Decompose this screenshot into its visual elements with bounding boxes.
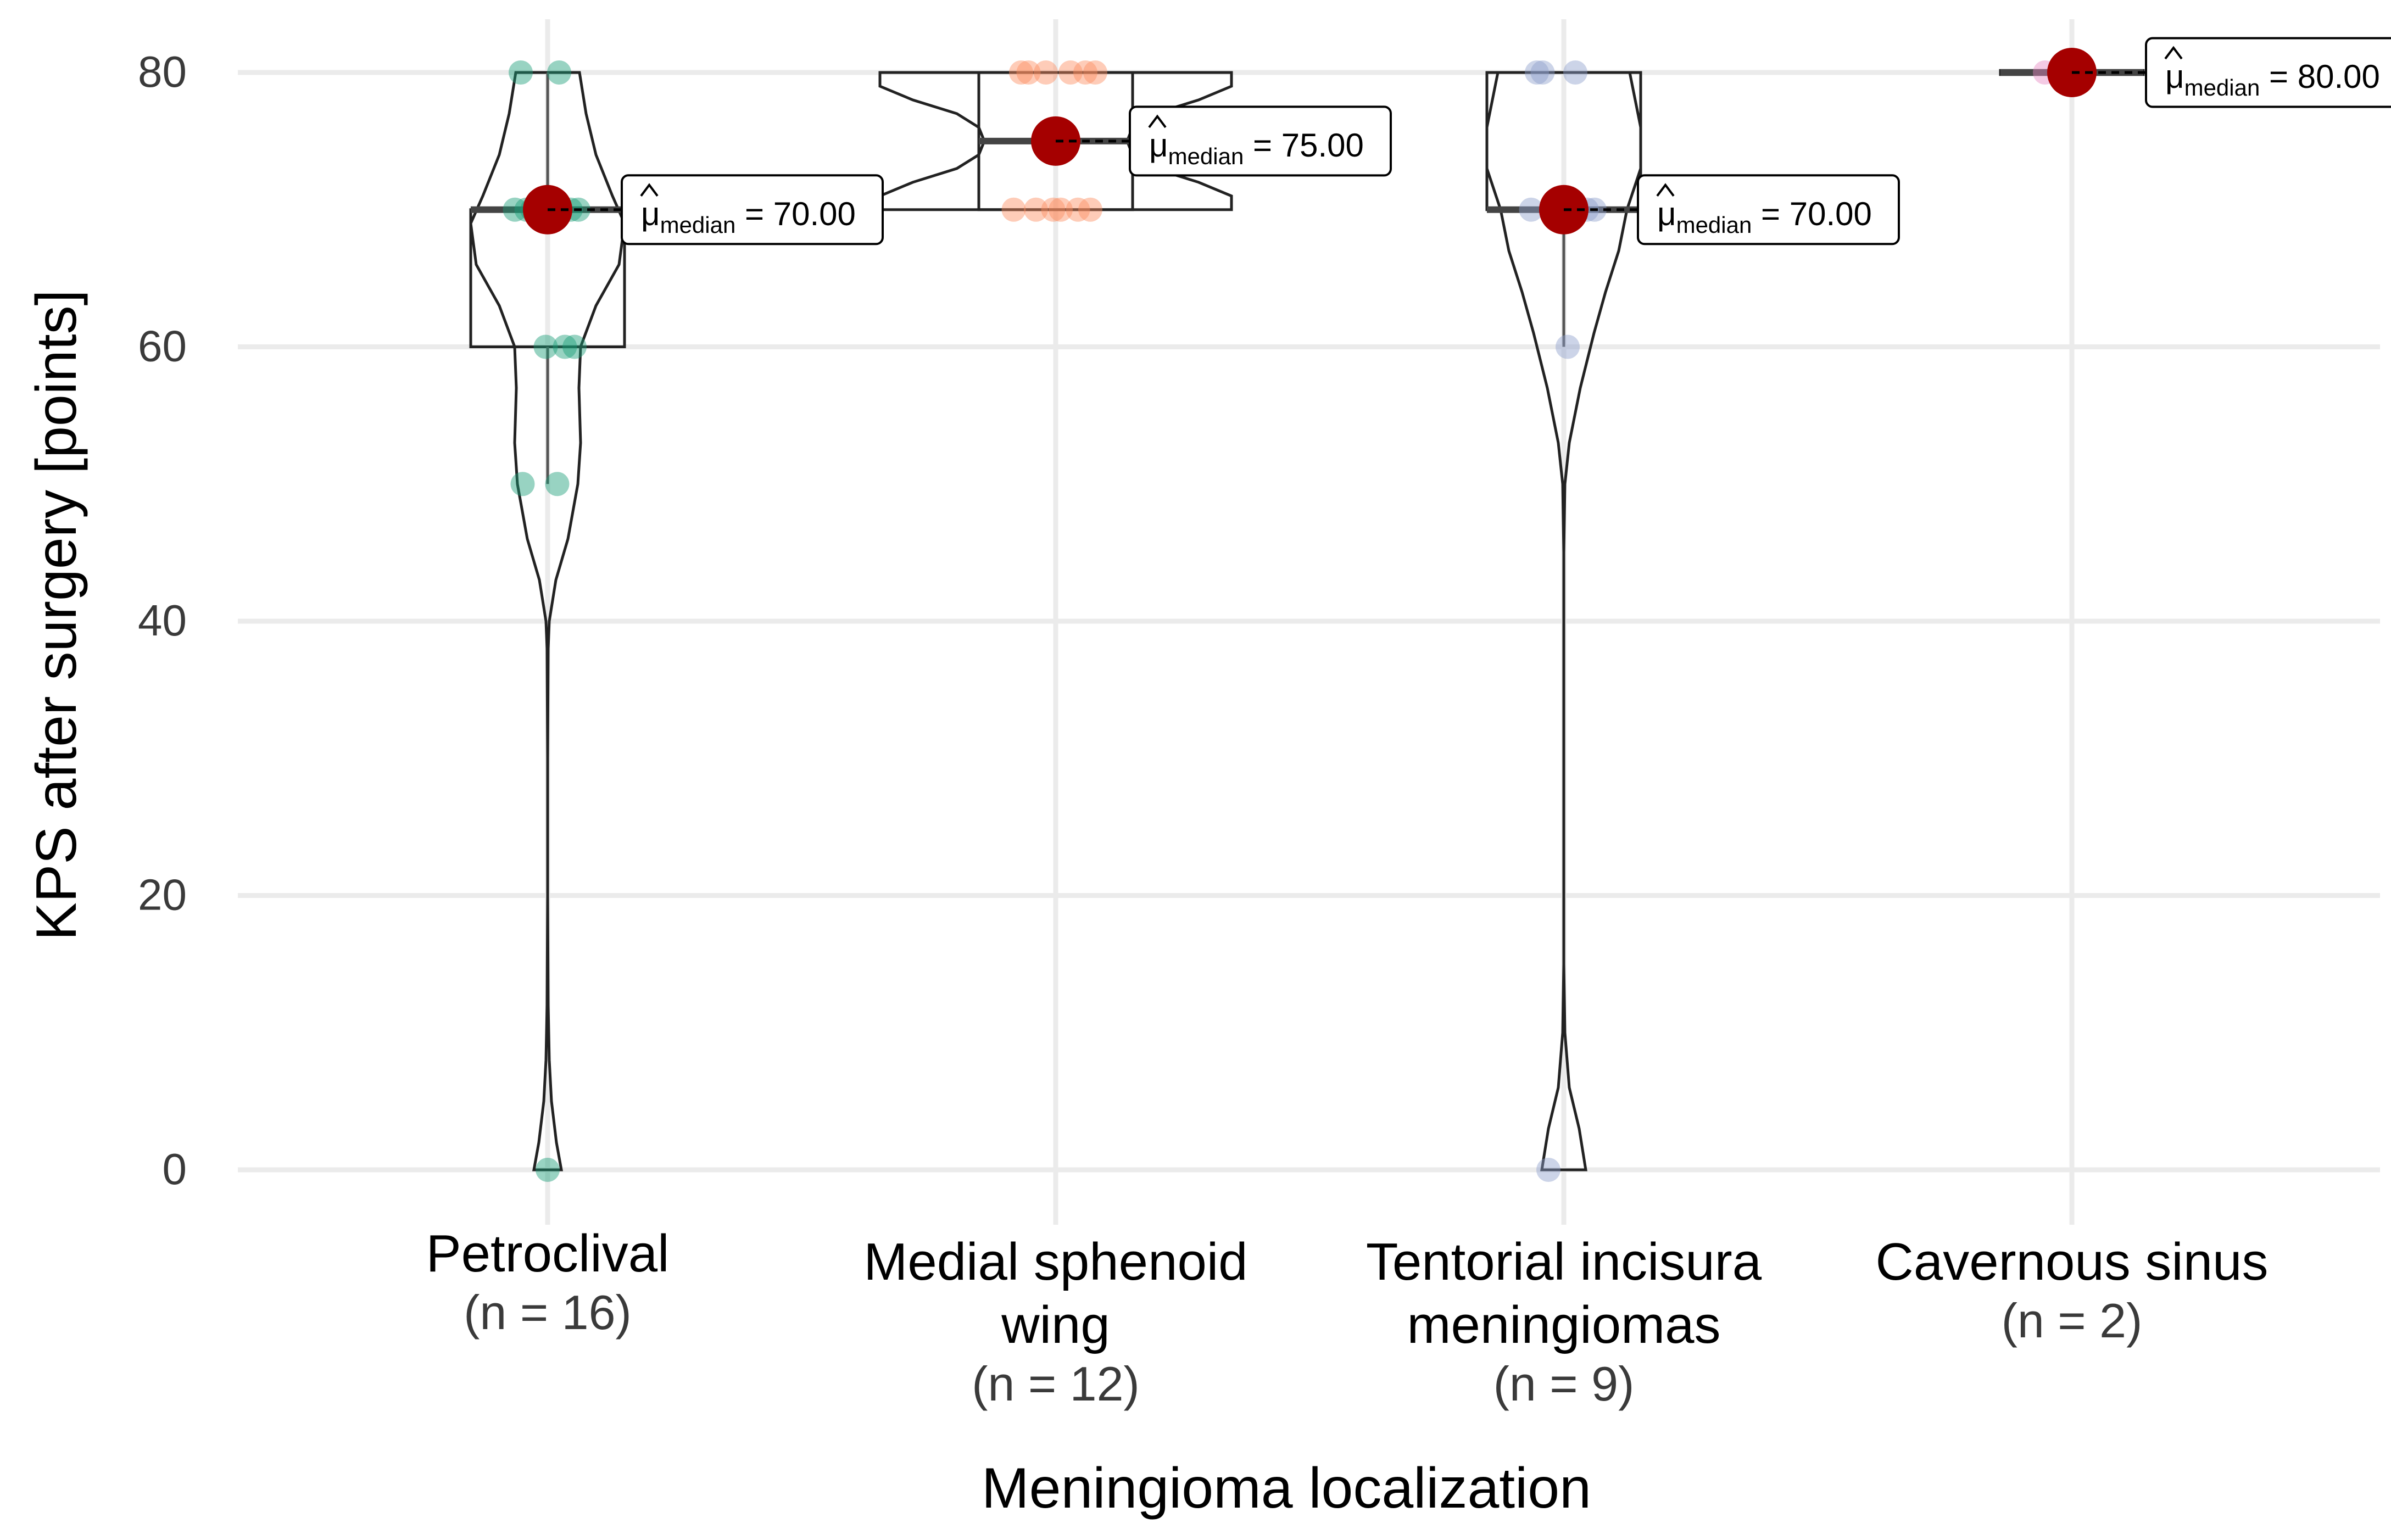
y-tick-label: 80 xyxy=(138,47,187,96)
x-tick-label: Medial sphenoid xyxy=(863,1232,1247,1291)
data-point xyxy=(1001,197,1026,222)
y-tick-label: 20 xyxy=(138,871,187,919)
median-label-box xyxy=(1637,174,1900,245)
x-tick-n-label: (n = 16) xyxy=(464,1285,632,1340)
median-label-box xyxy=(2145,37,2391,108)
data-point xyxy=(536,1158,560,1182)
data-point xyxy=(1073,60,1097,85)
median-hat-icon xyxy=(1656,183,1675,197)
data-point xyxy=(533,334,558,359)
data-point xyxy=(1536,1158,1560,1182)
median-layer: μmedian = 70.00 μmedian = 75.00 μmedian = … xyxy=(523,37,2391,245)
x-tick-label: wing xyxy=(1001,1296,1110,1354)
data-point xyxy=(1016,60,1041,85)
y-tick-label: 0 xyxy=(163,1145,187,1193)
x-tick-n-label: (n = 9) xyxy=(1493,1357,1635,1411)
x-tick-label: Petroclival xyxy=(426,1224,670,1283)
data-point xyxy=(1024,197,1048,222)
data-point xyxy=(562,334,587,359)
y-tick-label: 60 xyxy=(138,322,187,371)
data-point xyxy=(545,472,570,496)
data-point xyxy=(1083,60,1107,85)
data-point xyxy=(1563,60,1587,85)
violin xyxy=(469,71,626,1171)
median-label-text: μmedian = 70.00 xyxy=(1657,196,1872,238)
data-point xyxy=(1034,60,1058,85)
median-label-text: μmedian = 75.00 xyxy=(1149,127,1364,169)
median-hat-icon xyxy=(1148,114,1167,129)
x-tick-label: Tentorial incisura xyxy=(1366,1232,1762,1291)
x-tick-label: meningiomas xyxy=(1407,1296,1721,1354)
data-point xyxy=(1066,197,1090,222)
median-hat-icon xyxy=(640,183,659,197)
data-point xyxy=(1058,60,1083,85)
data-point xyxy=(503,197,527,222)
data-point xyxy=(1530,60,1555,85)
data-point xyxy=(553,334,577,359)
data-point xyxy=(1078,197,1102,222)
median-label-box xyxy=(1129,105,1392,177)
data-point xyxy=(1519,197,1543,222)
median-hat-icon xyxy=(2164,46,2183,60)
data-point xyxy=(509,60,533,85)
median-label-box xyxy=(621,174,884,245)
y-tick-label: 40 xyxy=(138,596,187,645)
data-point xyxy=(547,60,571,85)
data-point xyxy=(1049,197,1073,222)
data-point xyxy=(510,472,535,496)
median-label-text: μmedian = 80.00 xyxy=(2165,58,2380,101)
median-label-text: μmedian = 70.00 xyxy=(641,196,856,238)
data-point xyxy=(1041,197,1066,222)
data-point xyxy=(1556,334,1580,359)
y-axis-title: KPS after surgery [points] xyxy=(25,290,88,941)
x-tick-label: Cavernous sinus xyxy=(1875,1232,2268,1291)
data-point xyxy=(1525,60,1549,85)
data-point xyxy=(1009,60,1033,85)
x-tick-n-label: (n = 2) xyxy=(2002,1293,2143,1348)
x-tick-n-label: (n = 12) xyxy=(972,1357,1140,1411)
x-axis-title: Meningioma localization xyxy=(982,1457,1591,1520)
